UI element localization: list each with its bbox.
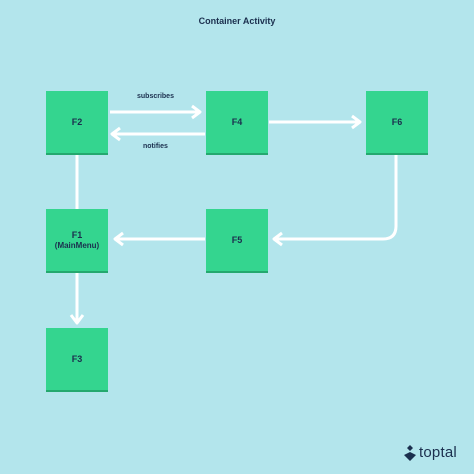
edge-subscribes-arrowhead bbox=[191, 104, 202, 120]
node-f6-label: F6 bbox=[391, 116, 403, 127]
edge-label-notifies: notifies bbox=[143, 143, 168, 150]
node-f2: F2 bbox=[46, 91, 108, 153]
toptal-logo: toptal bbox=[404, 444, 457, 461]
toptal-logo-text: toptal bbox=[419, 444, 457, 461]
edge-f6-f5-line bbox=[275, 153, 398, 241]
node-f4-label: F4 bbox=[231, 116, 243, 127]
node-f5: F5 bbox=[206, 209, 268, 271]
node-f1-sublabel: (MainMenu) bbox=[54, 240, 100, 250]
edge-f6-f5-arrowhead bbox=[272, 231, 283, 247]
node-f2-label: F2 bbox=[71, 116, 83, 127]
node-f1-label: F1 bbox=[71, 229, 83, 240]
edge-f5-f1-arrowhead bbox=[113, 231, 124, 247]
edge-f1-f3-arrowhead bbox=[69, 314, 85, 325]
node-f3: F3 bbox=[46, 328, 108, 390]
node-f3-label: F3 bbox=[71, 353, 83, 364]
node-f4: F4 bbox=[206, 91, 268, 153]
node-f6: F6 bbox=[366, 91, 428, 153]
node-f5-label: F5 bbox=[231, 234, 243, 245]
edge-f4-f6-arrowhead bbox=[351, 114, 362, 130]
diagram-title: Container Activity bbox=[198, 16, 276, 26]
node-f1: F1 (MainMenu) bbox=[46, 209, 108, 271]
edge-notifies-arrowhead bbox=[110, 126, 121, 142]
toptal-logo-icon bbox=[404, 444, 416, 461]
edge-label-subscribes: subscribes bbox=[137, 93, 174, 100]
